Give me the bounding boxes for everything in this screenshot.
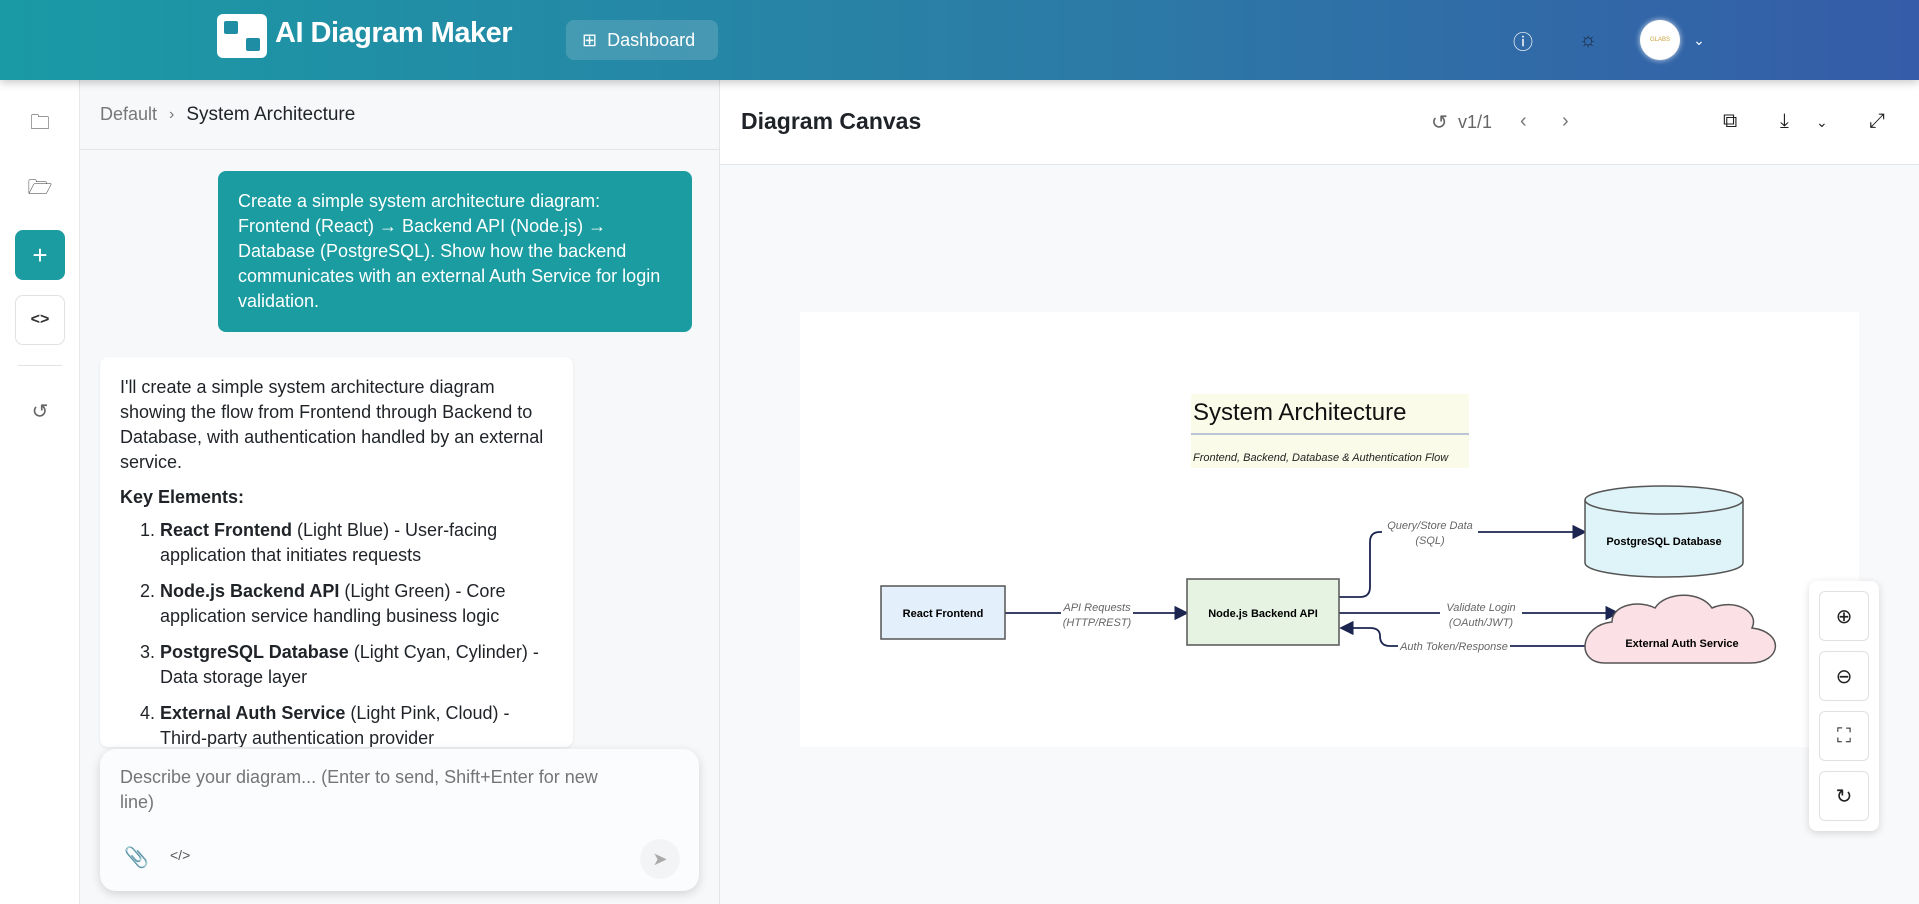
edge-label: API Requests: [1062, 602, 1131, 614]
download-chevron-down-icon[interactable]: ⌄: [1816, 114, 1828, 130]
edge-backend-database: [1339, 524, 1587, 598]
new-diagram-plus-button[interactable]: +: [15, 230, 65, 280]
help-icon[interactable]: ⓘ: [1513, 31, 1533, 54]
edge-label: (OAuth/JWT): [1449, 617, 1514, 629]
assistant-heading: Key Elements:: [120, 487, 245, 507]
edge-label: Query/Store Data: [1387, 520, 1473, 532]
breadcrumb: Default › System Architecture: [80, 80, 720, 150]
fit-to-screen-icon[interactable]: ⛶: [1819, 711, 1869, 761]
edge-label: (SQL): [1415, 535, 1445, 547]
undo-icon[interactable]: ↺: [31, 400, 49, 423]
code-icon[interactable]: <>: [15, 295, 65, 345]
copy-icon[interactable]: ⧉: [1723, 110, 1738, 132]
fullscreen-expand-icon[interactable]: ⤢: [1869, 110, 1885, 132]
svg-text:PostgreSQL Database: PostgreSQL Database: [1606, 536, 1721, 548]
breadcrumb-current: System Architecture: [186, 103, 356, 125]
rail-divider: [18, 365, 62, 366]
assistant-intro: I'll create a simple system architecture…: [120, 377, 544, 472]
next-version-icon[interactable]: ›: [1562, 110, 1569, 132]
list-item: React Frontend (Light Blue) - User-facin…: [160, 518, 553, 568]
open-folder-icon[interactable]: 🗁: [27, 177, 53, 199]
zoom-in-icon[interactable]: ⊕: [1819, 591, 1869, 641]
list-item: External Auth Service (Light Pink, Cloud…: [160, 701, 553, 747]
prompt-box: 📎 </> ➤: [100, 749, 699, 891]
svg-text:External Auth Service: External Auth Service: [1625, 638, 1738, 650]
code-icon[interactable]: </>: [170, 847, 191, 863]
download-icon[interactable]: ⤓: [1780, 110, 1789, 132]
previous-version-icon[interactable]: ‹: [1520, 110, 1527, 132]
edge-label: (HTTP/REST): [1063, 617, 1132, 629]
folder-icon[interactable]: 🗀: [30, 112, 50, 134]
list-item: Node.js Backend API (Light Green) - Core…: [160, 579, 553, 629]
zoom-out-icon[interactable]: ⊖: [1819, 651, 1869, 701]
left-rail: 🗀 🗁 + <> ↺: [0, 80, 80, 904]
diagram-title-block: System Architecture Frontend, Backend, D…: [1191, 394, 1469, 468]
avatar[interactable]: GLABS: [1640, 20, 1680, 60]
diagram-subtitle: Frontend, Backend, Database & Authentica…: [1193, 452, 1449, 464]
send-icon[interactable]: ➤: [640, 839, 680, 879]
user-message: Create a simple system architecture diag…: [218, 171, 692, 332]
version-label: v1/1: [1458, 112, 1493, 132]
breadcrumb-separator: ›: [169, 105, 175, 123]
theme-toggle-sun-icon[interactable]: ☼: [1578, 28, 1598, 51]
app-logo-icon[interactable]: [217, 14, 267, 58]
assistant-message: I'll create a simple system architecture…: [100, 357, 573, 747]
top-header: AI Diagram Maker ⊞ Dashboard ⓘ ☼ GLABS ⌄: [0, 0, 1919, 80]
node-frontend[interactable]: React Frontend: [880, 585, 1006, 640]
node-database[interactable]: PostgreSQL Database: [1584, 485, 1744, 578]
breadcrumb-parent[interactable]: Default: [100, 104, 158, 124]
node-auth-cloud[interactable]: External Auth Service: [1584, 594, 1777, 664]
svg-text:React Frontend: React Frontend: [903, 608, 984, 620]
list-item: PostgreSQL Database (Light Cyan, Cylinde…: [160, 640, 553, 690]
app-title[interactable]: AI Diagram Maker: [275, 17, 513, 49]
edge-label: Validate Login: [1446, 602, 1515, 614]
canvas-toolbar: Diagram Canvas ↺ v1/1 ‹ › ⧉ ⤓ ⌄ ⤢: [720, 80, 1919, 165]
prompt-input[interactable]: [120, 765, 600, 825]
edge-auth-backend: [1339, 620, 1585, 647]
key-elements-list: React Frontend (Light Blue) - User-facin…: [120, 518, 553, 747]
attach-paperclip-icon[interactable]: 📎: [124, 847, 149, 869]
reset-view-icon[interactable]: ↻: [1819, 771, 1869, 821]
history-icon[interactable]: ↺: [1431, 112, 1448, 134]
zoom-controls: ⊕ ⊖ ⛶ ↻: [1809, 581, 1879, 831]
node-backend[interactable]: Node.js Backend API: [1186, 578, 1340, 646]
grid-icon: ⊞: [582, 29, 598, 50]
chat-panel: Default › System Architecture Create a s…: [80, 80, 720, 904]
edge-label: Auth Token/Response: [1399, 641, 1508, 653]
canvas-title: Diagram Canvas: [741, 108, 922, 134]
chevron-down-icon[interactable]: ⌄: [1693, 31, 1705, 48]
diagram-title: System Architecture: [1193, 399, 1406, 426]
dashboard-label: Dashboard: [607, 29, 696, 50]
svg-text:Node.js Backend API: Node.js Backend API: [1208, 608, 1318, 620]
dashboard-button[interactable]: ⊞ Dashboard: [566, 20, 718, 60]
